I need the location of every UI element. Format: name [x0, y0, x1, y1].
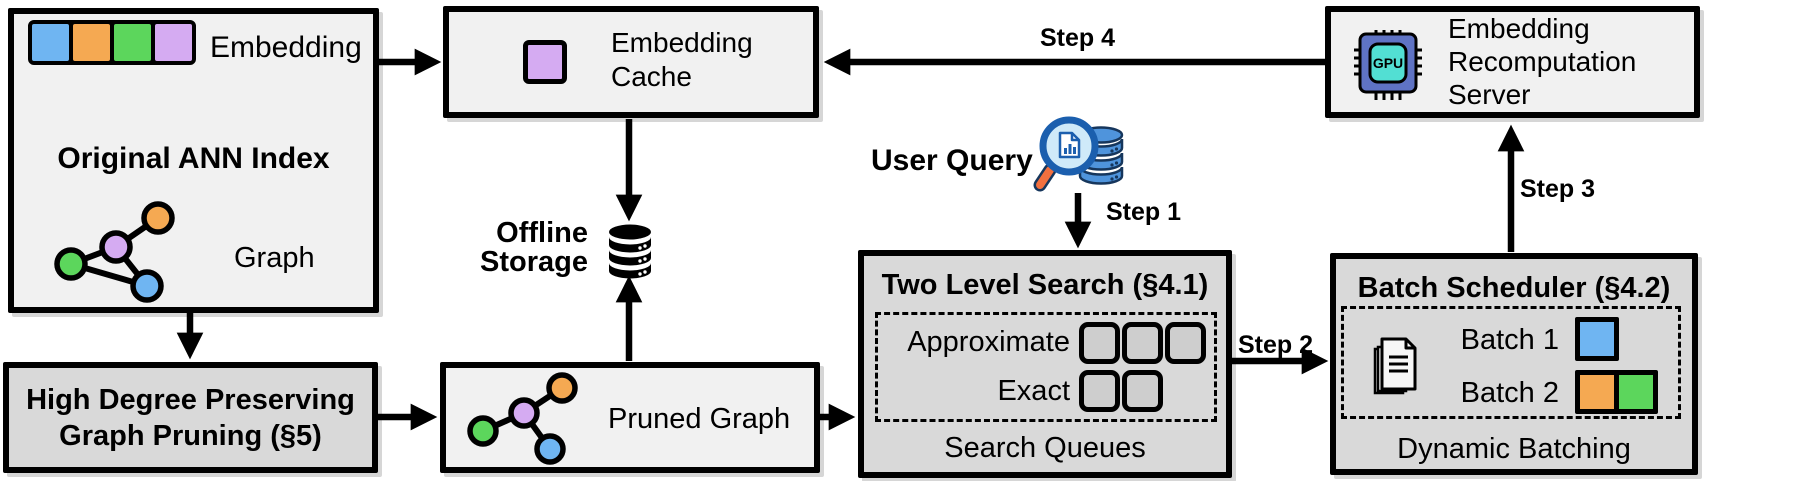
step2-label: Step 2 [1238, 331, 1314, 359]
queue-slot [1079, 321, 1120, 364]
graph-node-green [54, 247, 88, 281]
graph-node-purple [508, 397, 540, 429]
gpu-icon-text: GPU [1373, 55, 1403, 71]
graph-node-blue [534, 433, 566, 465]
embedding-cell-purple [155, 24, 192, 61]
server-label-line1: Embedding [1448, 13, 1590, 44]
gpu-icon: GPU [1354, 30, 1422, 100]
exact-queue-slots [1079, 370, 1163, 413]
recomputation-server-box: GPU Embedding Recomputation Server [1325, 6, 1700, 118]
graph-node-blue [130, 269, 164, 303]
batch1-label: Batch 1 [1460, 324, 1559, 356]
pruned-graph-label: Pruned Graph [608, 403, 791, 435]
embedding-cell-blue [32, 24, 69, 61]
cached-embedding-icon [523, 40, 567, 84]
user-query-label: User Query [871, 144, 1033, 177]
exact-queue-row: Exact [878, 370, 1214, 413]
batch2-query-orange [1580, 375, 1614, 409]
ann-index-title: Original ANN Index [57, 142, 330, 175]
embedding-cache-label-line1: Embedding [611, 27, 753, 58]
graph-node-orange [141, 201, 175, 235]
queue-slot [1122, 370, 1163, 413]
exact-label: Exact [997, 374, 1070, 407]
step1-label: Step 1 [1106, 198, 1182, 226]
dynamic-batching-caption: Dynamic Batching [1397, 433, 1631, 465]
graph-pruning-title-line1: High Degree Preserving [26, 383, 355, 416]
graph-node-purple [99, 230, 133, 264]
graph-node-green [467, 415, 499, 447]
pruned-graph-icon [467, 372, 578, 465]
queue-slot [1079, 370, 1120, 413]
batch-scheduler-box: Batch Scheduler (§4.2) Batch 1 Batch 2 [1330, 253, 1698, 475]
graph-label: Graph [234, 242, 315, 274]
user-query-search-icon [1033, 116, 1124, 192]
server-label-line3: Server [1448, 79, 1531, 110]
embedding-cache-label: Embedding Cache [611, 26, 753, 94]
search-queues-panel: Approximate Exact [875, 312, 1217, 422]
embedding-cache-box: Embedding Cache [443, 6, 819, 118]
recomputation-server-label: Embedding Recomputation Server [1448, 12, 1636, 111]
approximate-queue-row: Approximate [878, 321, 1214, 364]
original-ann-index-box: Embedding Original ANN Index Graph [8, 8, 379, 313]
queue-slot [1122, 321, 1163, 364]
batch1-query-icon [1575, 317, 1619, 361]
embedding-cell-orange [73, 24, 110, 61]
batch2-query-icons [1575, 370, 1658, 414]
batch2-query-green [1619, 375, 1653, 409]
offline-storage-label: Offline Storage [420, 219, 588, 277]
pruned-graph-box: Pruned Graph [440, 362, 820, 473]
offline-storage-line1: Offline [496, 217, 588, 249]
offline-storage-line2: Storage [480, 246, 588, 278]
approximate-queue-slots [1079, 321, 1206, 364]
server-label-line2: Recomputation [1448, 46, 1637, 77]
two-level-search-box: Two Level Search (§4.1) Approximate Exac… [858, 250, 1232, 478]
database-icon [609, 224, 651, 279]
embedding-cache-label-line2: Cache [611, 61, 692, 92]
step4-label: Step 4 [1040, 24, 1116, 52]
graph-pruning-title-line2: Graph Pruning (§5) [59, 419, 322, 452]
graph-pruning-box: High Degree Preserving Graph Pruning (§5… [3, 362, 378, 473]
approximate-label: Approximate [907, 326, 1070, 359]
batch-scheduler-title: Batch Scheduler (§4.2) [1357, 272, 1671, 304]
graph-pruning-title: High Degree Preserving Graph Pruning (§5… [26, 382, 355, 454]
documents-icon [1373, 337, 1417, 395]
graph-icon [54, 201, 175, 303]
embedding-label: Embedding [210, 31, 362, 64]
dynamic-batching-panel: Batch 1 Batch 2 [1341, 306, 1681, 419]
two-level-search-title: Two Level Search (§4.1) [881, 269, 1209, 301]
search-queues-caption: Search Queues [944, 432, 1146, 464]
step3-label: Step 3 [1520, 175, 1596, 203]
batch2-label: Batch 2 [1460, 377, 1559, 409]
queue-slot [1165, 321, 1206, 364]
magnifier-icon [1033, 116, 1099, 192]
graph-node-orange [546, 372, 578, 404]
embedding-cell-green [114, 24, 151, 61]
embedding-vector-icon [28, 20, 196, 65]
